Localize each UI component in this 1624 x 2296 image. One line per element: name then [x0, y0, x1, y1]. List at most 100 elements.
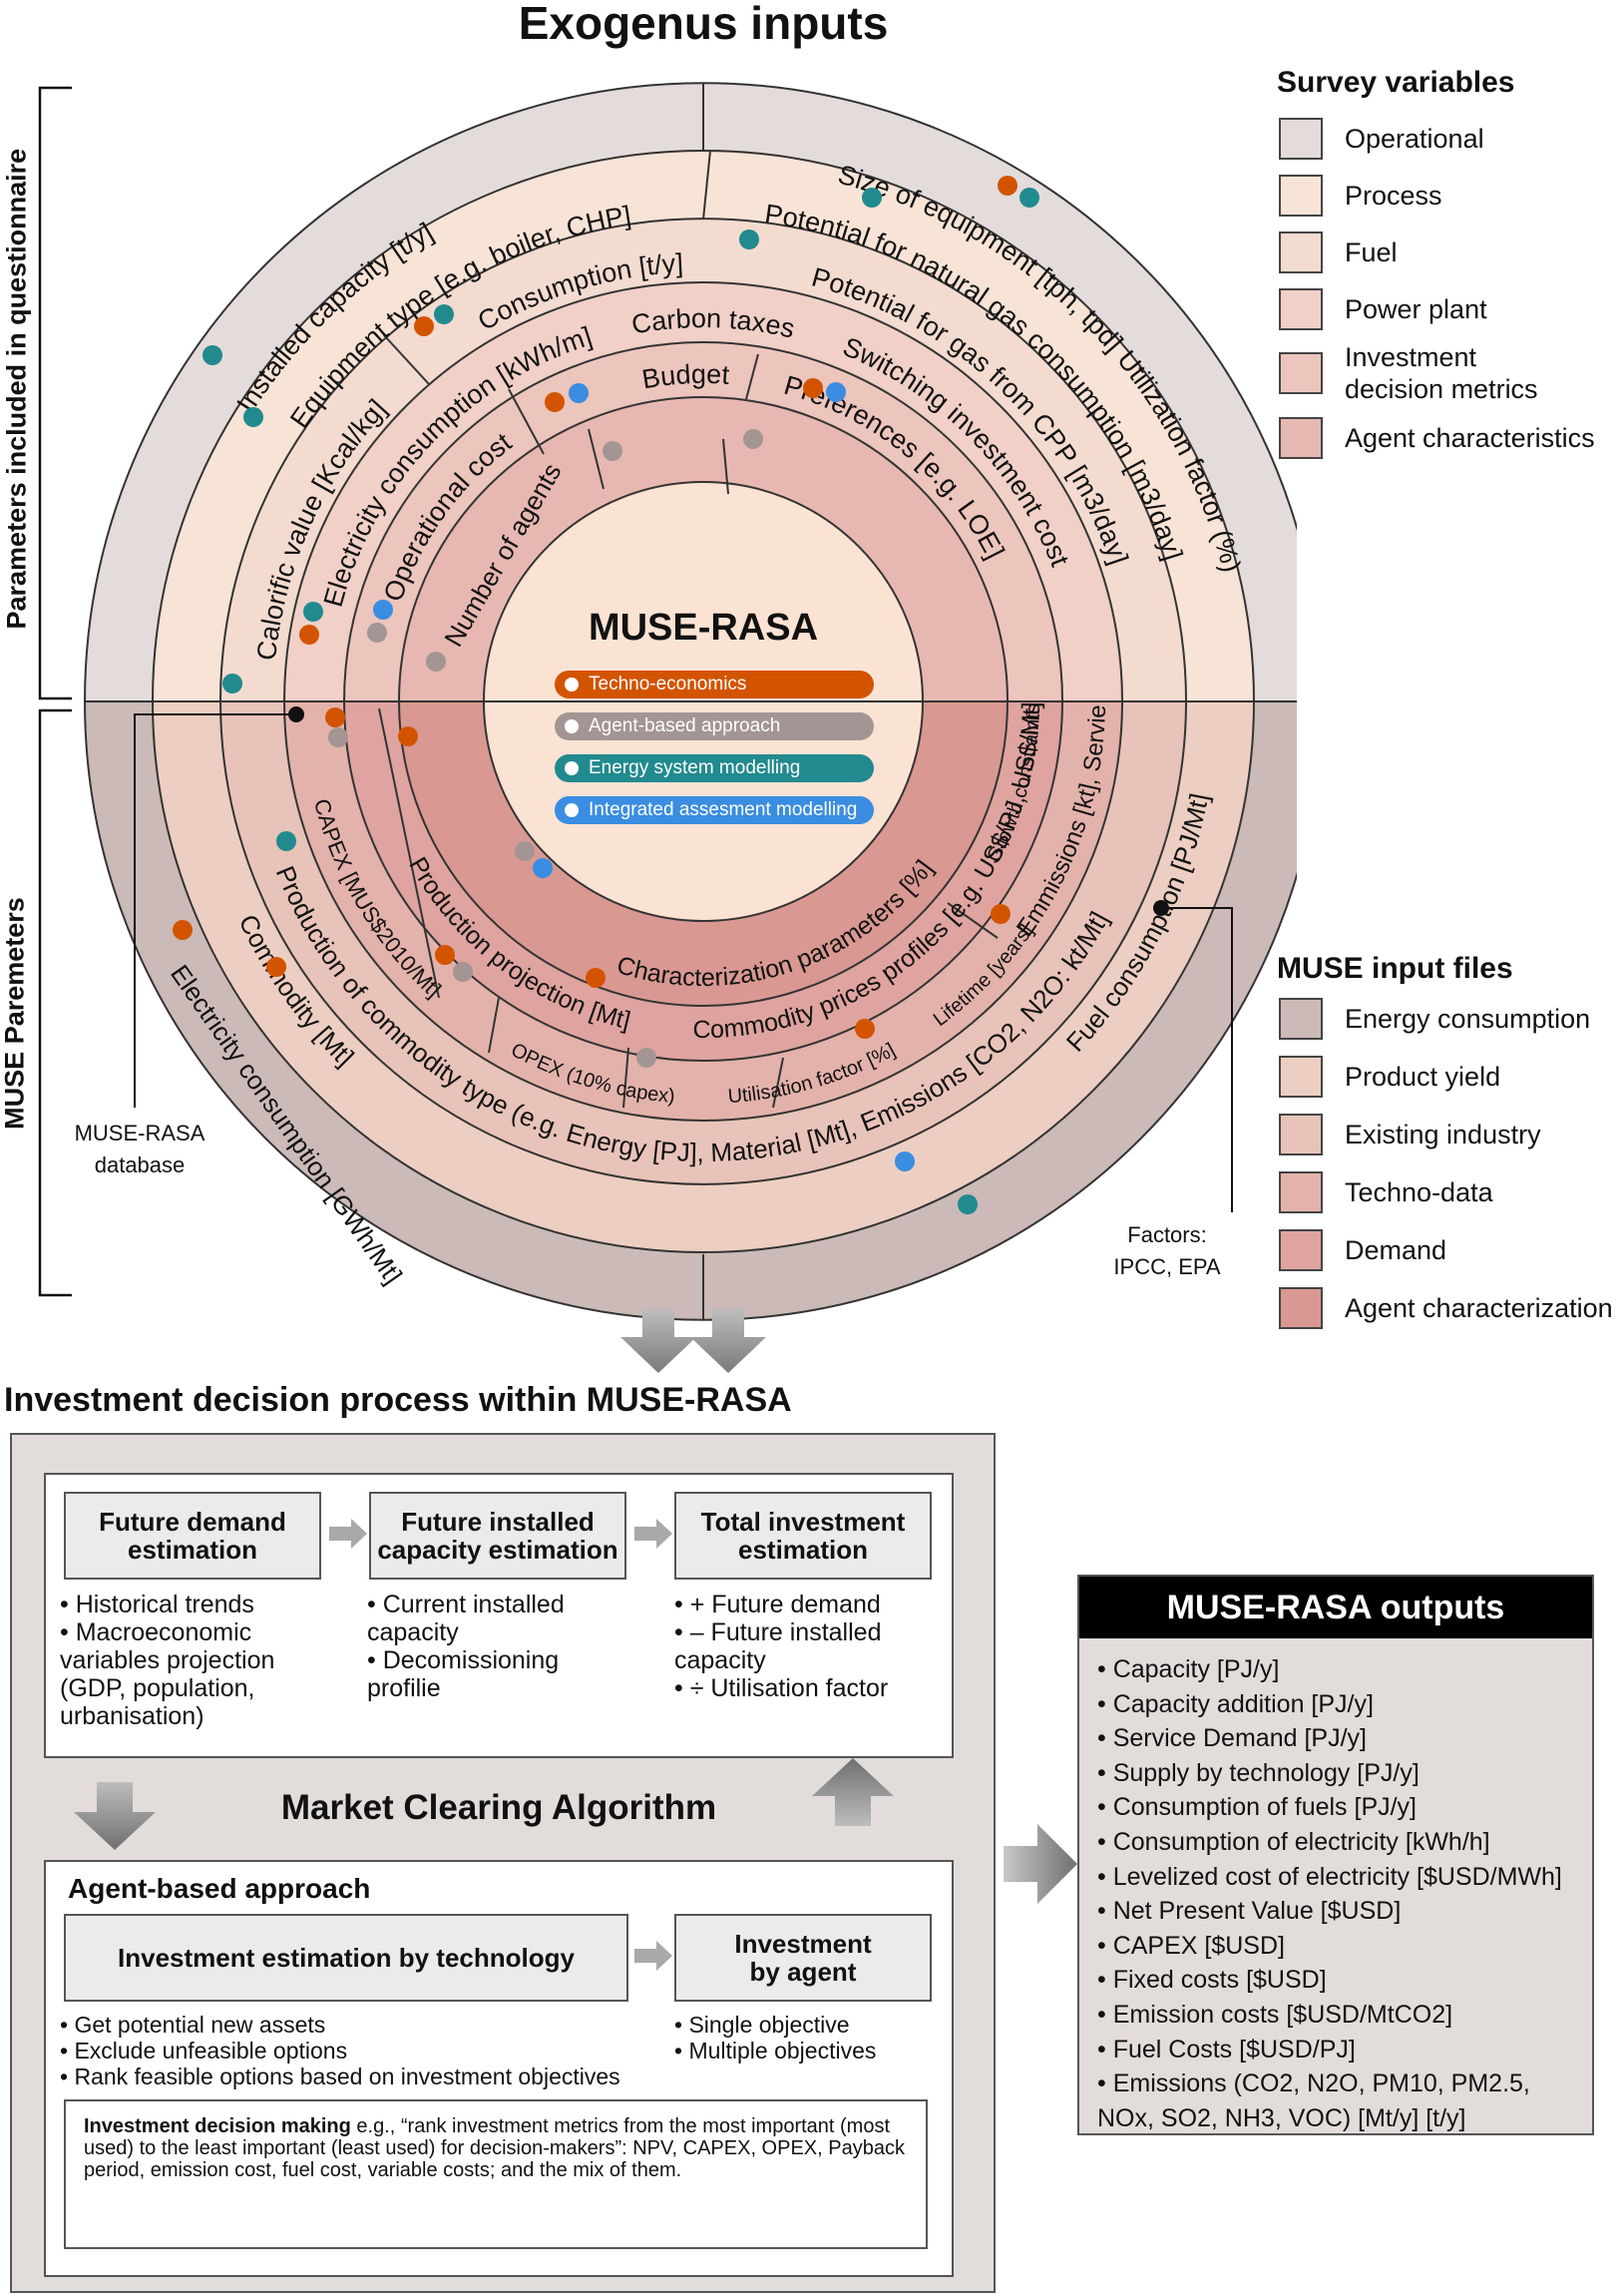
down-arrows — [620, 1309, 766, 1373]
bullet: • ÷ Utilisation factor — [674, 1674, 889, 1702]
investment-by-technology-box: Investment estimation by technology — [64, 1914, 628, 2002]
muse-legend: Energy consumption Product yield Existin… — [1279, 990, 1613, 1337]
future-demand-title: Future demand estimation — [99, 1507, 286, 1565]
chip-dot — [565, 803, 579, 817]
legend-swatch — [1279, 230, 1323, 273]
decision-making-text: e.g., “rank investment metrics from the … — [84, 2115, 905, 2181]
factors-line1: Factors: — [1127, 1222, 1207, 1247]
future-demand-box: Future demand estimation — [64, 1492, 321, 1580]
muse-legend-title: MUSE input files — [1277, 952, 1513, 985]
bullet: • Current installed capacity — [367, 1591, 565, 1646]
arrow-down-icon — [74, 1782, 156, 1850]
chip-dot — [565, 719, 579, 733]
output-item: • Fixed costs [$USD] — [1097, 1966, 1327, 1995]
output-item: • Service Demand [PJ/y] — [1097, 1724, 1367, 1753]
output-item: • Levelized cost of electricity [$USD/MW… — [1097, 1862, 1562, 1891]
decision-making-label: Investment decision making — [84, 2115, 351, 2137]
legend-swatch — [1279, 1056, 1323, 1098]
investment-by-technology-title: Investment estimation by technology — [118, 1943, 575, 1973]
legend-label: Energy consumption — [1345, 1004, 1591, 1034]
chip-label: Energy system modelling — [589, 757, 801, 778]
agent-bullets: • Single objective • Multiple objectives — [674, 2012, 924, 2064]
legend-label: Fuel — [1345, 236, 1398, 267]
arrow-right-icon — [1004, 1824, 1077, 1904]
bullet: • Exclude unfeasible options — [60, 2038, 348, 2064]
chip-dot — [565, 678, 579, 691]
total-investment-bullets: • + Future demand • – Future installed c… — [674, 1591, 924, 1702]
db-line2: database — [94, 1152, 186, 1177]
bullet: • Single objective — [674, 2012, 850, 2038]
chip-label: Integrated assesment modelling — [589, 799, 858, 820]
bullet: • Macroeconomic variables projection (GD… — [60, 1618, 275, 1730]
ring-dots — [173, 176, 1039, 1214]
output-item: • Fuel Costs [$USD/PJ] — [1097, 2035, 1356, 2064]
output-item: • Net Present Value [$USD] — [1097, 1897, 1402, 1926]
chip-agent-based: Agent-based approach — [555, 712, 874, 740]
future-capacity-title: Future installed capacity estimation — [377, 1507, 618, 1565]
arrow-up-icon — [812, 1758, 894, 1826]
output-item: • Capacity addition [PJ/y] — [1097, 1689, 1374, 1718]
legend-label: Techno-data — [1345, 1177, 1493, 1207]
legend-label: Product yield — [1345, 1062, 1501, 1092]
output-item: • CAPEX [$USD] — [1097, 1931, 1285, 1960]
future-capacity-bullets: • Current installed capacity • Decomissi… — [367, 1591, 636, 1702]
bullet: • + Future demand — [674, 1591, 881, 1618]
output-item: • Capacity [PJ/y] — [1097, 1655, 1280, 1683]
muse-rasa-database-label: MUSE-RASA database — [40, 1118, 239, 1181]
legend-swatch — [1279, 1114, 1323, 1155]
legend-item-existing-industry: Existing industry — [1279, 1106, 1613, 1163]
chip-energy-system: Energy system modelling — [555, 754, 874, 782]
bullet: • Decomissioning profilie — [367, 1646, 560, 1702]
legend-label: Investment decision metrics — [1345, 342, 1538, 404]
investment-by-agent-title: Investment by agent — [734, 1929, 872, 1987]
chip-dot — [565, 761, 579, 775]
legend-swatch — [1279, 1229, 1323, 1271]
legend-item-agent-characteristics: Agent characteristics — [1279, 409, 1595, 466]
db-line1: MUSE-RASA — [74, 1121, 205, 1146]
output-item: • Emissions (CO2, N2O, PM10, PM2.5, — [1097, 2069, 1530, 2098]
arrow-down-icon — [690, 1309, 766, 1373]
technology-bullets: • Get potential new assets • Exclude unf… — [60, 2012, 658, 2089]
left-brackets — [38, 86, 72, 1297]
legend-item-power-plant: Power plant — [1279, 280, 1595, 337]
bullet: • Historical trends — [60, 1591, 254, 1618]
decision-making-box: Investment decision making e.g., “rank i… — [64, 2099, 928, 2249]
output-item: • Emission costs [$USD/MtCO2] — [1097, 2000, 1453, 2029]
center-title: MUSE-RASA — [588, 607, 819, 649]
legend-swatch — [1279, 1171, 1323, 1213]
bullet: • – Future installed capacity — [674, 1618, 882, 1674]
total-investment-title: Total investment estimation — [700, 1507, 906, 1565]
arrow-right-icon — [634, 1519, 672, 1549]
legend-label: Process — [1345, 180, 1442, 211]
agent-based-title: Agent-based approach — [68, 1873, 371, 1904]
legend-item-operational: Operational — [1279, 110, 1595, 167]
legend-swatch — [1279, 1287, 1323, 1329]
legend-label: Agent characterization — [1345, 1293, 1613, 1323]
legend-label: Operational — [1345, 123, 1484, 154]
legend-item-investment-metrics: Investment decision metrics — [1279, 337, 1595, 409]
survey-legend-title: Survey variables — [1277, 66, 1515, 99]
investment-by-agent-box: Investment by agent — [674, 1914, 932, 2002]
bullet: • Rank feasible options based on investm… — [60, 2064, 620, 2089]
legend-swatch — [1279, 352, 1323, 394]
output-item: • Consumption of electricity [kWh/h] — [1097, 1827, 1490, 1856]
legend-swatch — [1279, 998, 1323, 1040]
factors-line2: IPCC, EPA — [1113, 1254, 1221, 1279]
legend-label: Existing industry — [1345, 1120, 1541, 1149]
chip-label: Techno-economics — [589, 674, 747, 694]
legend-label: Agent characteristics — [1345, 422, 1595, 453]
outputs-list: • Capacity [PJ/y] • Capacity addition [P… — [1079, 1638, 1592, 2135]
legend-label: Power plant — [1345, 293, 1487, 324]
future-capacity-box: Future installed capacity estimation — [369, 1492, 626, 1580]
outputs-title: MUSE-RASA outputs — [1079, 1577, 1592, 1638]
legend-swatch — [1279, 117, 1323, 160]
legend-swatch — [1279, 174, 1323, 217]
chip-techno-economics: Techno-economics — [555, 671, 874, 698]
legend-item-product-yield: Product yield — [1279, 1048, 1613, 1106]
exogenous-inputs-title: Exogenus inputs — [518, 0, 889, 49]
bullet: • Get potential new assets — [60, 2012, 326, 2038]
legend-swatch — [1279, 287, 1323, 330]
outputs-box: MUSE-RASA outputs • Capacity [PJ/y] • Ca… — [1077, 1575, 1594, 2135]
legend-item-process: Process — [1279, 167, 1595, 224]
process-title: Investment decision process within MUSE-… — [4, 1381, 792, 1419]
